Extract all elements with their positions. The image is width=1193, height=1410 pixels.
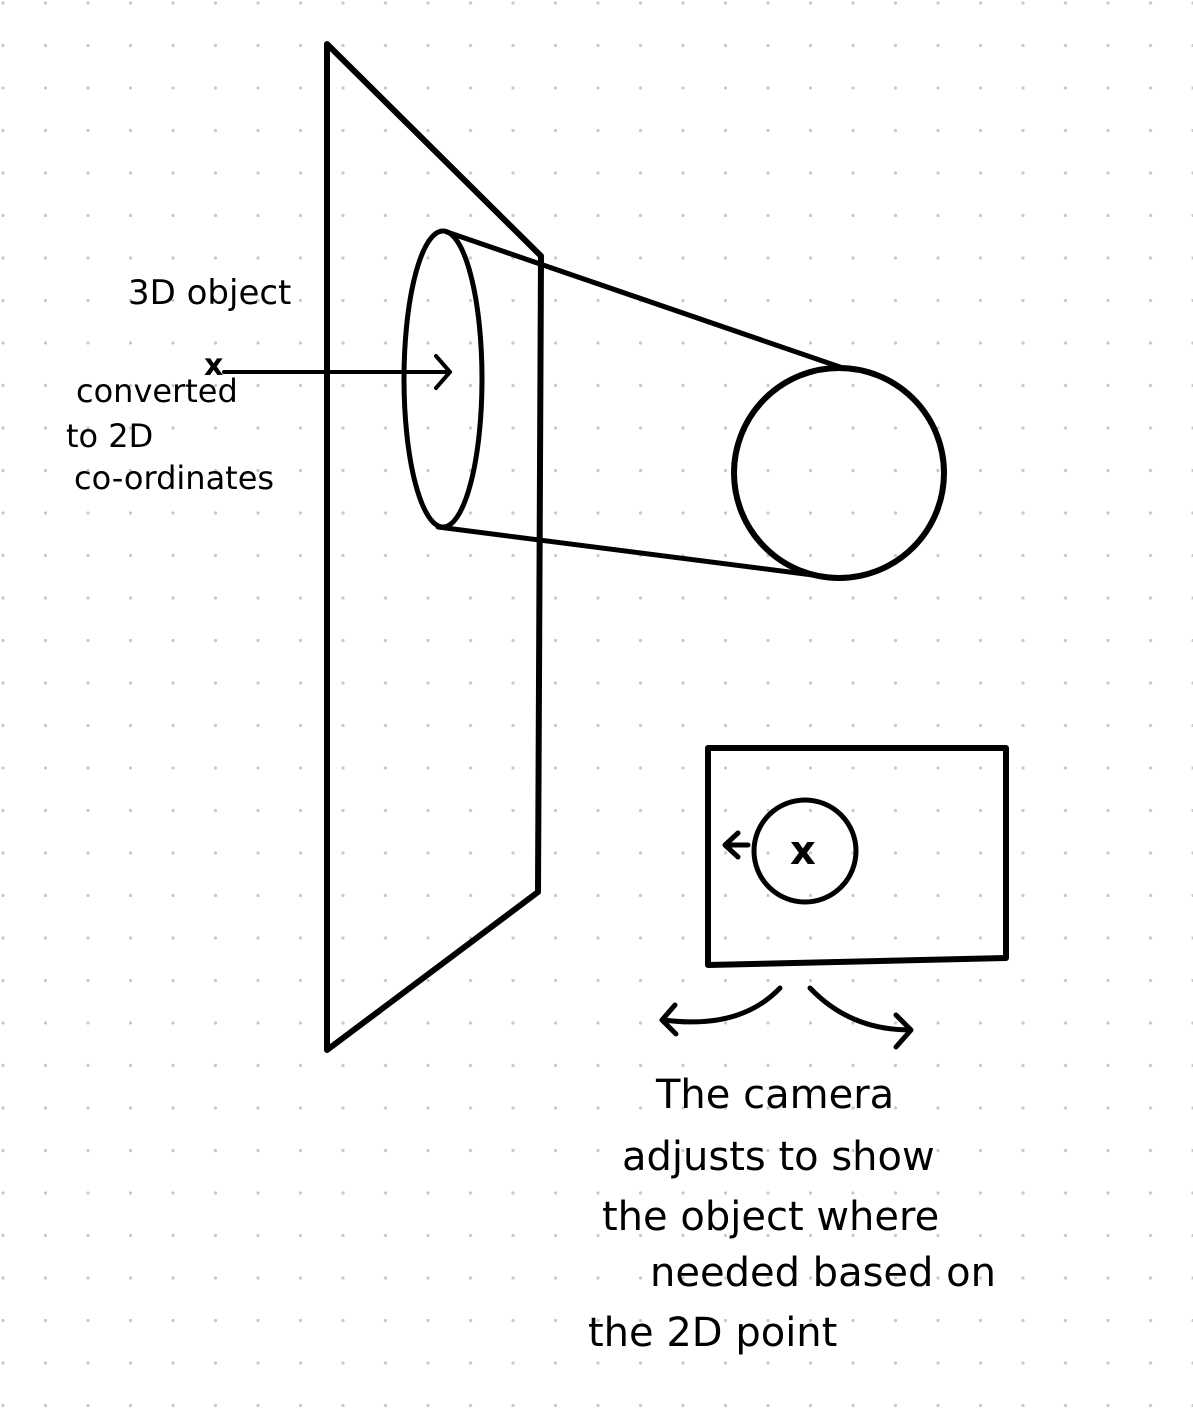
camera-note-line-4: needed based on <box>650 1250 996 1296</box>
origin-point-mark: x <box>204 348 223 383</box>
arrow-right-icon <box>434 354 452 390</box>
frame-object-circle <box>751 797 859 905</box>
frame-center-mark: x <box>790 828 816 874</box>
frustum-top-edge <box>444 229 843 370</box>
conversion-note-line-2: to 2D <box>66 417 153 455</box>
camera-note-line-2: adjusts to show <box>622 1134 935 1180</box>
projected-ellipse <box>401 228 485 530</box>
camera-note-line-3: the object where <box>602 1194 939 1240</box>
object-circle <box>731 365 947 581</box>
curved-arrow-right-icon <box>807 985 914 1050</box>
camera-note-line-5: the 2D point <box>588 1310 837 1356</box>
arrow-left-icon <box>722 830 751 860</box>
camera-note-line-1: The camera <box>655 1072 894 1118</box>
curved-arrow-left-icon <box>659 985 783 1037</box>
conversion-note-line-3: co-ordinates <box>74 459 274 497</box>
camera-frame <box>705 745 1009 968</box>
projection-plane <box>324 41 544 1053</box>
conversion-note-line-1: converted <box>76 372 238 410</box>
frustum-bottom-edge <box>435 524 839 581</box>
object-label: 3D object <box>128 273 291 313</box>
